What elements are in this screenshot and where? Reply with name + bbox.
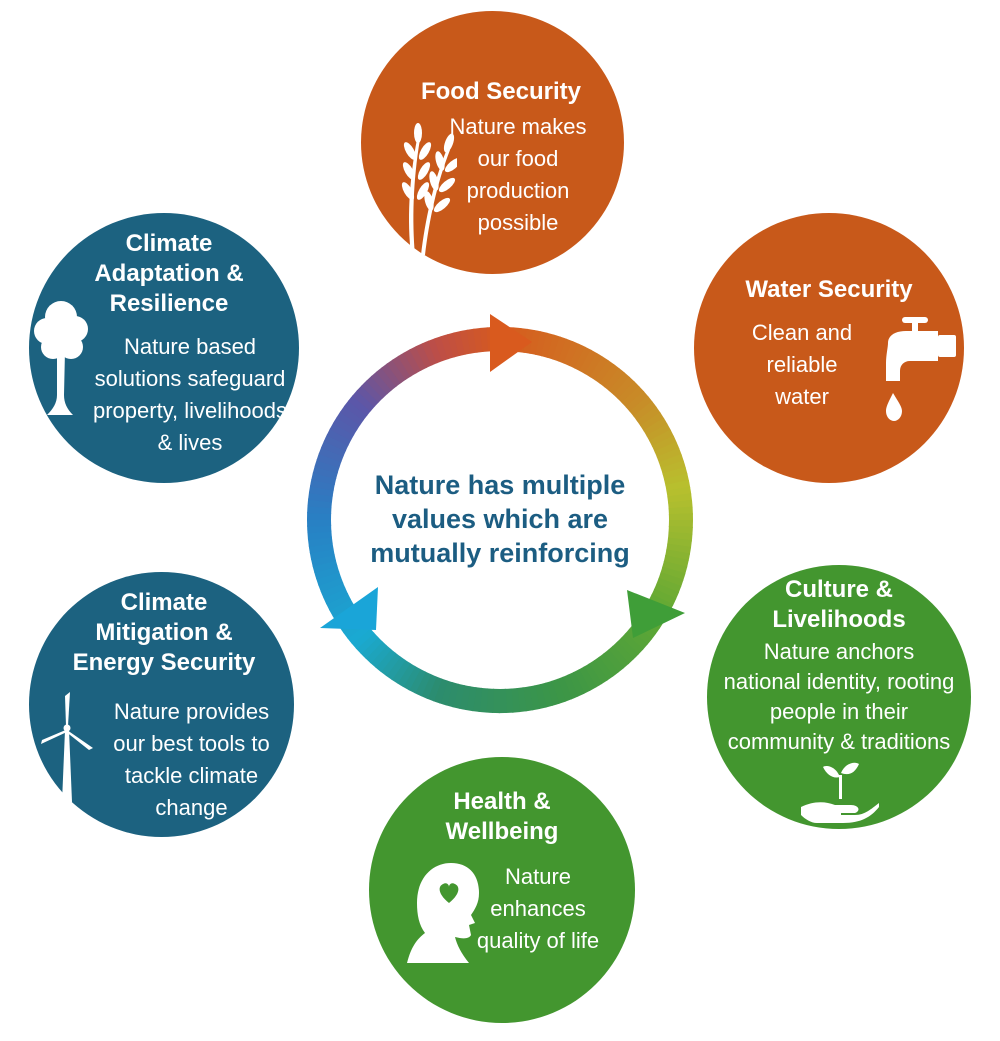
circle-description: Nature enhances quality of life xyxy=(476,864,600,953)
circle-title: Water Security xyxy=(745,276,913,303)
circle-title: Climate Adaptation & Resilience xyxy=(94,230,244,317)
wheat-icon xyxy=(401,123,457,255)
center-line: mutually reinforcing xyxy=(370,538,630,568)
food-security-circle: Food Security Nature makes our food prod… xyxy=(361,11,624,274)
tree-icon xyxy=(34,301,88,415)
circle-description: Clean and reliable water xyxy=(751,320,853,409)
circle-title: Climate Mitigation & Energy Security xyxy=(72,589,256,676)
circle-description: Nature anchors national identity, rootin… xyxy=(723,639,955,754)
circle-description: Nature provides our best tools to tackle… xyxy=(113,699,270,820)
circle-title: Food Security xyxy=(420,78,582,105)
circle-title: Culture & Livelihoods xyxy=(772,576,906,633)
water-tap-icon xyxy=(886,317,956,421)
health-wellbeing-circle: Health & Wellbeing Nature enhances quali… xyxy=(369,757,635,1023)
water-security-circle: Water Security Clean and reliable water xyxy=(694,213,964,483)
center-line: values which are xyxy=(391,504,609,534)
climate-adaptation-circle: Climate Adaptation & Resilience Nature b… xyxy=(29,213,299,483)
arrowhead-left xyxy=(320,587,378,630)
center-statement: Nature has multiple values which are mut… xyxy=(330,468,670,570)
arrowhead-right xyxy=(627,590,685,638)
seedling-hand-icon xyxy=(801,762,879,823)
center-line: Nature has multiple xyxy=(374,470,626,500)
circle-title: Health & Wellbeing xyxy=(445,788,559,845)
arrowhead-top xyxy=(490,314,532,372)
head-heart-icon xyxy=(407,863,479,963)
culture-livelihoods-circle: Culture & Livelihoods Nature anchors nat… xyxy=(707,565,971,829)
circle-description: Nature based solutions safeguard propert… xyxy=(92,334,288,455)
climate-mitigation-circle: Climate Mitigation & Energy Security Nat… xyxy=(29,572,294,837)
wind-turbine-icon xyxy=(41,692,93,802)
circle-description: Nature makes our food production possibl… xyxy=(449,114,587,235)
